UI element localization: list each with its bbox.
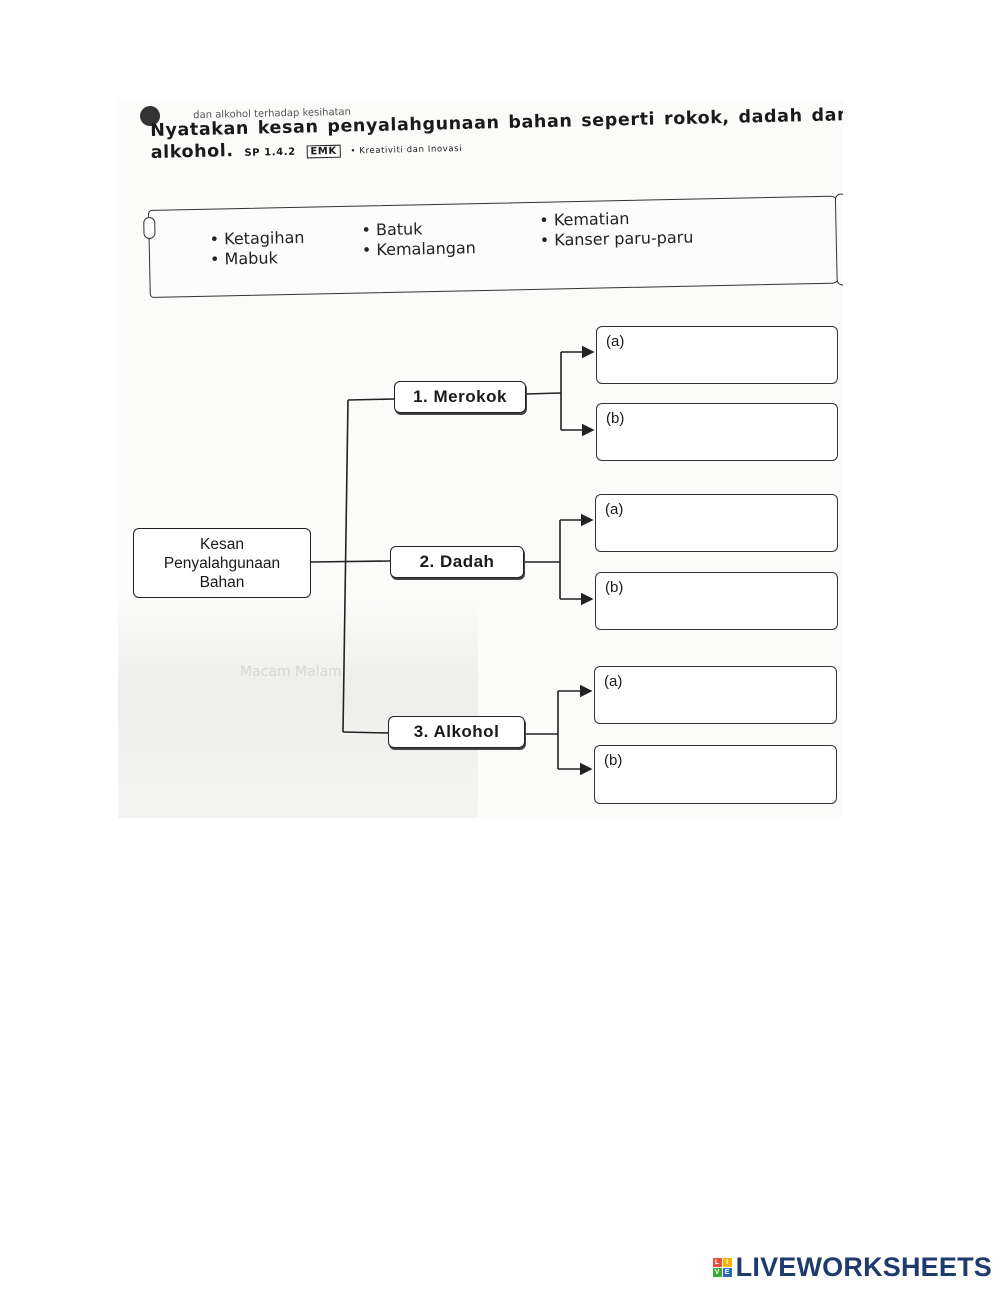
logo-tile: V: [712, 1268, 722, 1277]
category-dadah: 2. Dadah: [390, 546, 524, 578]
root-text-line: Penyalahgunaan: [163, 554, 281, 572]
root-box: Kesan Penyalahgunaan Bahan: [133, 528, 311, 598]
trunk-line: [342, 399, 349, 733]
liveworksheets-brand[interactable]: L I V E LIVEWORKSHEETS: [712, 1252, 992, 1283]
answer-box-alkohol-b[interactable]: (b): [594, 745, 837, 804]
answer-box-merokok-a[interactable]: (a): [596, 326, 838, 384]
brand-name: LIVEWORKSHEETS: [735, 1252, 992, 1282]
answer-label: (b): [604, 752, 623, 769]
root-text-line: Kesan: [200, 535, 244, 553]
answer-box-alkohol-a[interactable]: (a): [594, 666, 837, 724]
category-merokok: 1. Merokok: [394, 381, 526, 413]
liveworksheets-logo-icon: L I V E: [712, 1258, 732, 1277]
diagram-connectors: [310, 345, 595, 776]
root-connector: [310, 560, 391, 563]
bleed-through-text: Macam Malam: [240, 664, 342, 680]
answer-label: (a): [604, 673, 623, 690]
logo-tile: E: [722, 1268, 732, 1277]
branch-merokok: [347, 398, 395, 401]
category-alkohol: 3. Alkohol: [388, 716, 525, 748]
answer-box-merokok-b[interactable]: (b): [596, 403, 838, 461]
split-merokok: [524, 392, 562, 395]
worksheet-scan: Macam Malam dan alkohol terhadap kesihat…: [118, 100, 843, 818]
logo-tile: I: [722, 1258, 732, 1267]
logo-tile: L: [712, 1258, 722, 1267]
answer-label: (a): [605, 501, 624, 518]
answer-label: (a): [606, 333, 625, 350]
answer-label: (b): [606, 410, 625, 427]
scan-shadow: [118, 600, 478, 818]
answer-box-dadah-a[interactable]: (a): [595, 494, 838, 552]
root-text-line: Bahan: [199, 573, 245, 591]
branch-alkohol: [342, 731, 389, 734]
answer-label: (b): [605, 579, 624, 596]
answer-box-dadah-b[interactable]: (b): [595, 572, 838, 630]
